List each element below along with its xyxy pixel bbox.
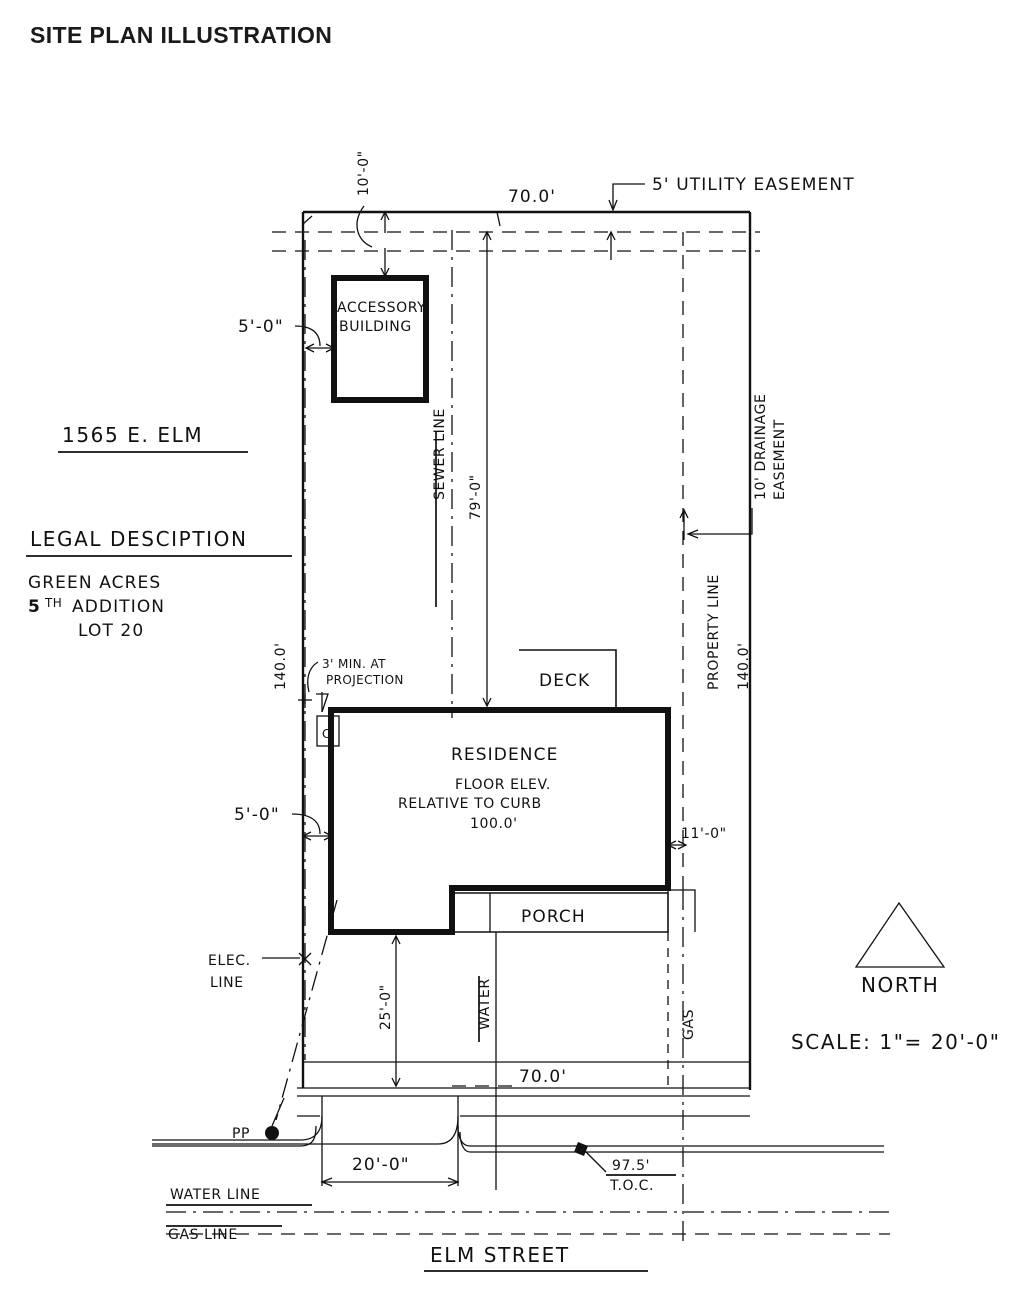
toc-point-marker — [574, 1142, 588, 1156]
north-label: NORTH — [861, 973, 939, 997]
elec-line-label-1: ELEC. — [208, 953, 251, 969]
north-arrow-icon — [854, 901, 946, 968]
gas-line-label: GAS LINE — [168, 1227, 238, 1243]
label-property-line-right: PROPERTY LINE 140.0' — [706, 574, 752, 690]
dim-lot-depth-left: 140.0' — [273, 642, 289, 690]
residence-floor-elev-label: FLOOR ELEV. — [455, 777, 551, 793]
drainage-easement-line2: EASEMENT — [772, 419, 788, 500]
dim-accessory-setback-side: 5'-0" — [238, 317, 284, 337]
water-service-line: WATER — [477, 932, 497, 1190]
dimension-lot-depth-left: 140.0' — [273, 642, 289, 690]
utility-easement-label: 5' UTILITY EASEMENT — [652, 175, 855, 195]
dim-lot-depth-right: 140.0' — [736, 642, 752, 690]
porch-label: PORCH — [521, 907, 586, 927]
dimension-lot-width-top: 70.0' — [302, 187, 556, 227]
accessory-building-label-line2: BUILDING — [339, 319, 412, 335]
legend-block: 1565 E. ELM LEGAL DESCIPTION GREEN ACRES… — [26, 423, 292, 641]
dim-rear-setback: 79'-0" — [468, 474, 484, 520]
residence-relative-curb-label: RELATIVE TO CURB — [398, 796, 542, 812]
toc-elevation-label: T.O.C. — [609, 1178, 654, 1194]
dim-driveway-width: 20'-0" — [352, 1155, 410, 1175]
address-label: 1565 E. ELM — [62, 423, 203, 447]
accessory-building-label-line1: ACCESSORY — [337, 300, 426, 316]
legal-description-heading: LEGAL DESCIPTION — [30, 527, 248, 551]
gas-service-label: GAS — [681, 1009, 697, 1040]
dim-accessory-setback-top: 10'-0" — [356, 150, 372, 196]
easement-lines — [272, 231, 760, 1110]
dimension-driveway-width: 20'-0" — [320, 1155, 460, 1187]
chimney-label: C — [322, 727, 331, 741]
drainage-easement-line1: 10' DRAINAGE — [753, 394, 769, 500]
label-drainage-easement: 10' DRAINAGE EASEMENT — [679, 394, 788, 540]
legal-line-2-number: 5 — [28, 597, 41, 617]
elec-line: ELEC. LINE — [208, 899, 338, 1121]
sewer-line-label: SEWER LINE — [432, 408, 448, 500]
scale-label: SCALE: 1"= 20'-0" — [791, 1030, 1001, 1054]
deck: DECK — [519, 649, 617, 711]
dim-residence-setback-east: 11'-0" — [681, 826, 727, 842]
residence: RESIDENCE FLOOR ELEV. RELATIVE TO CURB 1… — [316, 707, 671, 935]
dimension-rear-setback: 79'-0" — [468, 230, 492, 708]
street-utility-lines: WATER LINE GAS LINE — [166, 1187, 890, 1243]
gas-service-line: GAS — [667, 932, 697, 1090]
accessory-building: ACCESSORY BUILDING — [331, 275, 429, 403]
legal-line-2-rest: ADDITION — [72, 597, 165, 617]
page-title: SITE PLAN ILLUSTRATION — [30, 22, 333, 48]
water-service-label: WATER — [477, 978, 493, 1030]
dimension-front-setback: 25'-0" — [378, 934, 401, 1088]
residence-elevation-value: 100.0' — [470, 816, 518, 832]
legal-line-3: LOT 20 — [78, 621, 144, 641]
scale-note: SCALE: 1"= 20'-0" — [791, 1030, 1001, 1054]
toc-elevation-value: 97.5' — [612, 1158, 650, 1174]
power-pole-label: PP — [232, 1126, 250, 1142]
toc-elevation: 97.5' T.O.C. — [574, 1142, 676, 1194]
dimension-accessory-side: 5'-0" — [238, 317, 336, 353]
projection-note-line1: 3' MIN. AT — [322, 657, 386, 671]
porch: PORCH — [451, 888, 669, 933]
deck-label: DECK — [539, 671, 590, 691]
legal-line-1: GREEN ACRES — [28, 573, 161, 593]
elec-line-label-2: LINE — [210, 975, 244, 991]
chimney-box — [316, 715, 340, 747]
street-name-label: ELM STREET — [430, 1243, 570, 1267]
dimension-accessory-top: 10'-0" — [356, 150, 390, 278]
dim-residence-setback-side: 5'-0" — [234, 805, 280, 825]
street-and-curb — [152, 1095, 884, 1186]
sewer-line: SEWER LINE — [432, 230, 453, 718]
dim-lot-width-bottom: 70.0' — [519, 1067, 567, 1087]
label-utility-easement: 5' UTILITY EASEMENT — [606, 175, 855, 260]
residence-label: RESIDENCE — [451, 745, 558, 765]
power-pole: PP — [232, 1097, 285, 1142]
dimension-lot-width-bottom: 70.0' — [452, 1067, 567, 1087]
property-boundary — [297, 210, 752, 1090]
projection-note-line2: PROJECTION — [326, 673, 404, 687]
street-name: ELM STREET — [424, 1243, 648, 1272]
power-pole-icon — [265, 1126, 279, 1140]
north-arrow: NORTH — [854, 901, 946, 997]
dimension-residence-side: 5'-0" — [234, 805, 334, 841]
dimension-residence-east: 11'-0" — [666, 826, 727, 932]
legal-line-2-suffix: TH — [44, 596, 62, 610]
dim-front-setback: 25'-0" — [378, 984, 394, 1030]
dim-lot-width-top: 70.0' — [508, 187, 556, 207]
property-line-label: PROPERTY LINE — [706, 574, 722, 690]
note-projection: 3' MIN. AT PROJECTION — [298, 657, 404, 713]
water-line-label: WATER LINE — [170, 1187, 260, 1203]
